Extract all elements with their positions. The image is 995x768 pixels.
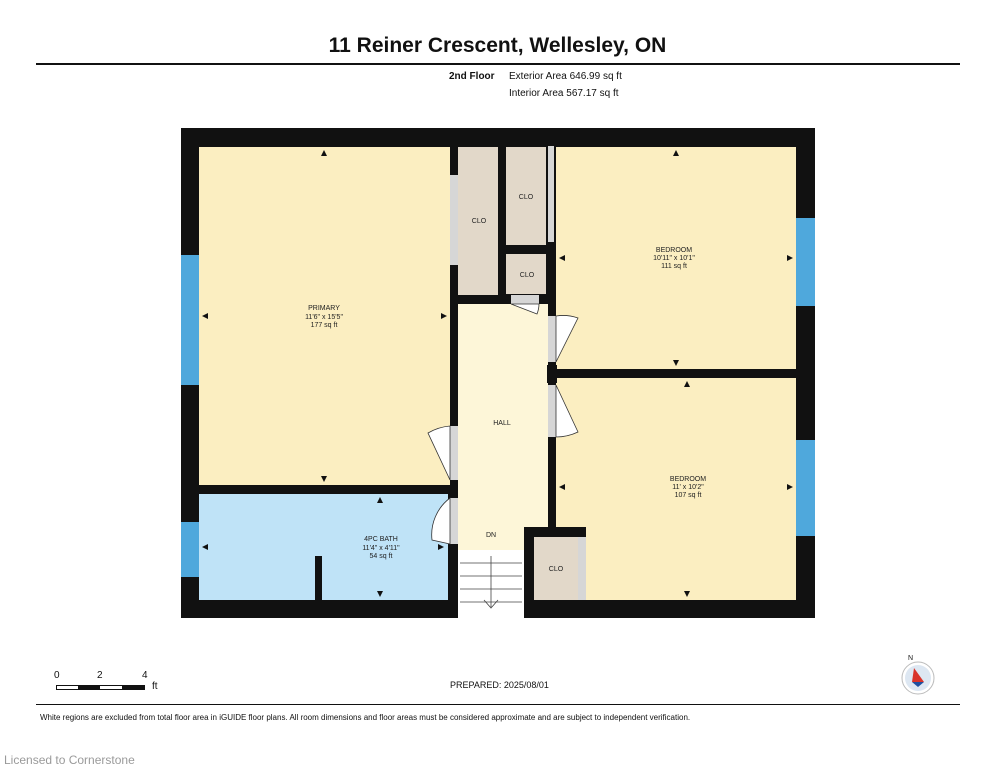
wall-segment xyxy=(450,142,458,618)
floor-plan: PRIMARY 11'6" x 15'5" 177 sq ft 4PC BATH… xyxy=(181,128,815,618)
window xyxy=(796,440,815,536)
bedroom-1-area: 111 sq ft xyxy=(661,263,687,270)
primary-dims: 11'6" x 15'5" xyxy=(305,314,343,321)
bedroom-2-name: BEDROOM xyxy=(670,476,706,483)
doorway xyxy=(548,316,556,362)
footer-divider xyxy=(36,704,960,705)
door-swing xyxy=(431,497,451,545)
wall-segment xyxy=(524,527,586,537)
closet-d-label: CLO xyxy=(549,566,564,573)
room-bath[interactable] xyxy=(199,494,448,600)
door-swing xyxy=(555,315,579,363)
door-swing xyxy=(510,303,540,315)
stairs-label: DN xyxy=(486,532,496,539)
closet-a[interactable] xyxy=(458,147,498,295)
window xyxy=(796,218,815,306)
hall-name: HALL xyxy=(493,420,511,427)
scale-graphic xyxy=(56,685,145,690)
bath-name: 4PC BATH xyxy=(364,536,398,543)
bedroom-2-area: 107 sq ft xyxy=(675,492,702,499)
bath-dims: 11'4" x 4'11" xyxy=(362,545,400,552)
window xyxy=(181,522,199,577)
door-swing xyxy=(427,425,451,481)
dimension-arrows xyxy=(202,150,793,597)
title-divider xyxy=(36,63,960,65)
doorway xyxy=(450,426,458,480)
doorway xyxy=(548,385,556,437)
wall-segment xyxy=(524,537,534,618)
closet-a-label: CLO xyxy=(472,218,487,225)
closet-c[interactable] xyxy=(506,254,546,294)
primary-area: 177 sq ft xyxy=(311,322,338,329)
window xyxy=(181,255,199,385)
primary-name: PRIMARY xyxy=(308,305,340,312)
disclaimer-text: White regions are excluded from total fl… xyxy=(40,713,691,722)
closet-c-label: CLO xyxy=(520,272,535,279)
north-compass-icon: N xyxy=(900,654,940,696)
bedroom-2-dims: 11' x 10'2" xyxy=(672,484,704,491)
wall-segment xyxy=(498,142,506,302)
bedroom-1-name: BEDROOM xyxy=(656,247,692,254)
exterior-area: Exterior Area 646.99 sq ft xyxy=(509,71,622,82)
wall-segment xyxy=(456,295,556,304)
prepared-date: PREPARED: 2025/08/01 xyxy=(450,680,549,690)
doorway xyxy=(511,295,539,304)
doorway xyxy=(450,498,458,544)
room-bedroom-2[interactable] xyxy=(556,378,796,600)
closet-b-label: CLO xyxy=(519,194,534,201)
wall-segment xyxy=(556,369,806,378)
doorway xyxy=(548,146,554,242)
license-watermark: Licensed to Cornerstone xyxy=(4,753,135,767)
wall-segment xyxy=(191,486,457,494)
room-bedroom-1[interactable] xyxy=(556,147,796,369)
scale-bar: 0 2 4 ft xyxy=(54,670,186,696)
door-swing xyxy=(555,384,579,438)
bedroom-1-dims: 10'11" x 10'1" xyxy=(653,255,695,262)
compass-graphic: N xyxy=(901,655,935,695)
doorway xyxy=(578,537,586,600)
closet-d[interactable] xyxy=(534,537,578,600)
room-hall[interactable] xyxy=(458,304,548,550)
bath-area: 54 sq ft xyxy=(370,553,393,560)
wall-segment xyxy=(315,556,322,602)
page-title: 11 Reiner Crescent, Wellesley, ON xyxy=(328,34,667,57)
floor-label: 2nd Floor xyxy=(449,71,495,82)
stair-treads xyxy=(460,556,522,609)
compass-north-label: N xyxy=(908,655,913,662)
doorway xyxy=(450,175,458,265)
wall-segment xyxy=(547,365,557,383)
wall-segment xyxy=(500,246,554,253)
scale-mark-0: 0 xyxy=(54,670,60,681)
scale-mark-2: 2 xyxy=(97,670,103,681)
scale-mark-4: 4 xyxy=(142,670,148,681)
closet-b[interactable] xyxy=(506,147,546,245)
interior-area: Interior Area 567.17 sq ft xyxy=(509,88,619,99)
scale-unit: ft xyxy=(152,681,158,692)
room-primary[interactable] xyxy=(199,147,450,485)
